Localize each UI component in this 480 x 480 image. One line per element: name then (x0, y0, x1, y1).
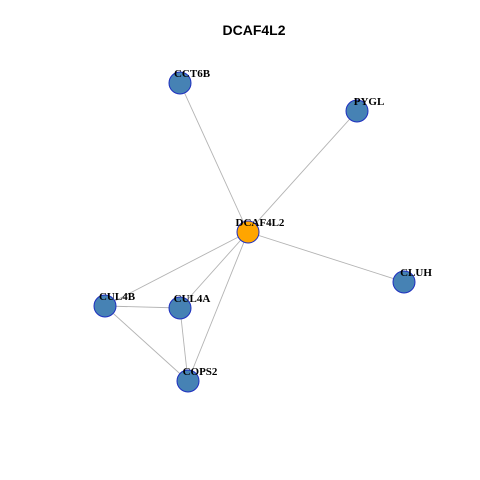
edge-dcaf4l2-cul4b (104, 231, 249, 307)
edge-dcaf4l2-pygl (247, 110, 358, 233)
diagram-title: DCAF4L2 (222, 22, 285, 38)
node-label-cluh: CLUH (400, 267, 432, 279)
edge-cul4a-cops2 (179, 307, 189, 382)
node-label-cul4a: CUL4A (174, 293, 211, 305)
node-label-dcaf4l2: DCAF4L2 (236, 217, 285, 229)
node-cops2 (176, 369, 200, 393)
node-dcaf4l2 (236, 220, 260, 244)
node-label-pygl: PYGL (354, 96, 385, 108)
edge-dcaf4l2-cluh (247, 231, 405, 283)
node-pygl (345, 99, 369, 123)
node-cul4b (93, 294, 117, 318)
edge-dcaf4l2-cct6b (179, 82, 249, 233)
nodes-layer (93, 71, 416, 393)
edge-cul4b-cul4a (104, 305, 181, 309)
edge-cul4b-cops2 (104, 305, 189, 382)
edges-layer (104, 82, 405, 382)
edge-dcaf4l2-cul4a (179, 231, 249, 309)
node-label-cul4b: CUL4B (99, 291, 136, 303)
node-label-cct6b: CCT6B (174, 68, 211, 80)
node-cct6b (168, 71, 192, 95)
edge-dcaf4l2-cops2 (187, 231, 249, 382)
node-cul4a (168, 296, 192, 320)
node-cluh (392, 270, 416, 294)
labels-layer: DCAF4L2 CCT6B PYGL CLUH CUL4B CUL4A COPS2 (99, 68, 432, 378)
node-label-cops2: COPS2 (183, 366, 218, 378)
